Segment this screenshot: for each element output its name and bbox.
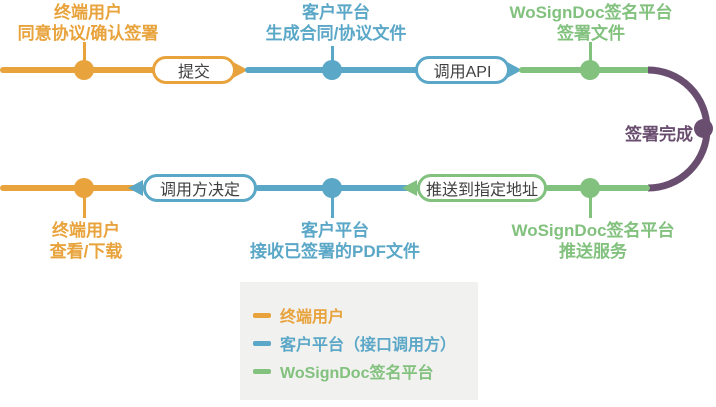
top-tick-client-platform [331,46,334,66]
call-api-arrow-icon [507,62,522,78]
legend-label-wosigndoc: WoSignDoc签名平台 [280,365,434,382]
top-label-end-user-name: 终端用户 [53,3,122,22]
bottom-tick-client-platform [331,196,334,218]
bottom-label-client-platform-desc: 接收已签署的PDF文件 [250,242,420,261]
bottom-tick-wosigndoc [589,196,592,218]
top-node-client-platform [322,60,342,80]
bottom-label-end-user-desc: 查看/下载 [49,242,123,261]
pill-submit-label: 提交 [177,64,210,81]
top-label-client-platform-desc: 生成合同/协议文件 [265,24,407,43]
pill-submit: 提交 [152,56,236,84]
top-label-end-user-desc: 同意协议/确认签署 [17,24,159,43]
bottom-node-end-user [74,178,94,198]
legend-dash-green-icon [253,368,271,374]
top-tick-wosigndoc [589,42,592,66]
pill-call-api-label: 调用API [433,64,492,81]
turn-label-signed: 签署完成 [625,125,693,144]
pill-caller-decides: 调用方决定 [143,174,257,202]
legend-dash-blue-icon [253,340,271,346]
bottom-label-wosigndoc-name: WoSignDoc签名平台 [511,221,675,240]
pill-push-to-address-label: 推送到指定地址 [425,182,538,199]
bottom-label-end-user: 终端用户 查看/下载 [50,220,123,262]
legend: 终端用户 客户平台（接口调用方） WoSignDoc签名平台 [240,282,478,400]
top-label-wosigndoc: WoSignDoc签名平台 签署文件 [509,2,672,44]
top-label-wosigndoc-name: WoSignDoc签名平台 [509,3,673,22]
top-label-end-user: 终端用户 同意协议/确认签署 [18,2,159,44]
bottom-label-client-platform: 客户平台 接收已签署的PDF文件 [250,220,420,262]
pill-call-api: 调用API [415,56,510,84]
legend-label-client-platform: 客户平台（接口调用方） [280,337,457,354]
pill-caller-decides-label: 调用方决定 [159,182,240,199]
legend-dash-orange-icon [253,312,271,318]
top-label-client-platform-name: 客户平台 [301,3,370,22]
legend-label-end-user: 终端用户 [280,309,345,326]
bottom-line-orange-segment [0,185,145,191]
legend-item-client-platform: 客户平台（接口调用方） [253,335,478,354]
top-label-client-platform: 客户平台 生成合同/协议文件 [266,2,407,44]
top-node-end-user [74,60,94,80]
caller-decides-arrow-icon [128,180,143,196]
top-label-wosigndoc-desc: 签署文件 [556,24,625,43]
top-node-wosigndoc [580,60,600,80]
bottom-label-end-user-name: 终端用户 [51,221,120,240]
bottom-node-wosigndoc [580,178,600,198]
pill-push-to-address: 推送到指定地址 [417,174,547,202]
push-arrow-icon [402,180,417,196]
top-tick-end-user [83,42,86,66]
bottom-tick-end-user [83,196,86,218]
bottom-label-wosigndoc-desc: 推送服务 [558,242,627,261]
bottom-node-client-platform [322,178,342,198]
bottom-label-wosigndoc: WoSignDoc签名平台 推送服务 [511,220,674,262]
legend-item-wosigndoc: WoSignDoc签名平台 [253,363,478,382]
bottom-label-client-platform-name: 客户平台 [301,221,369,240]
legend-item-end-user: 终端用户 [253,307,478,326]
turn-node-signed [694,119,713,138]
submit-arrow-icon [233,62,248,78]
